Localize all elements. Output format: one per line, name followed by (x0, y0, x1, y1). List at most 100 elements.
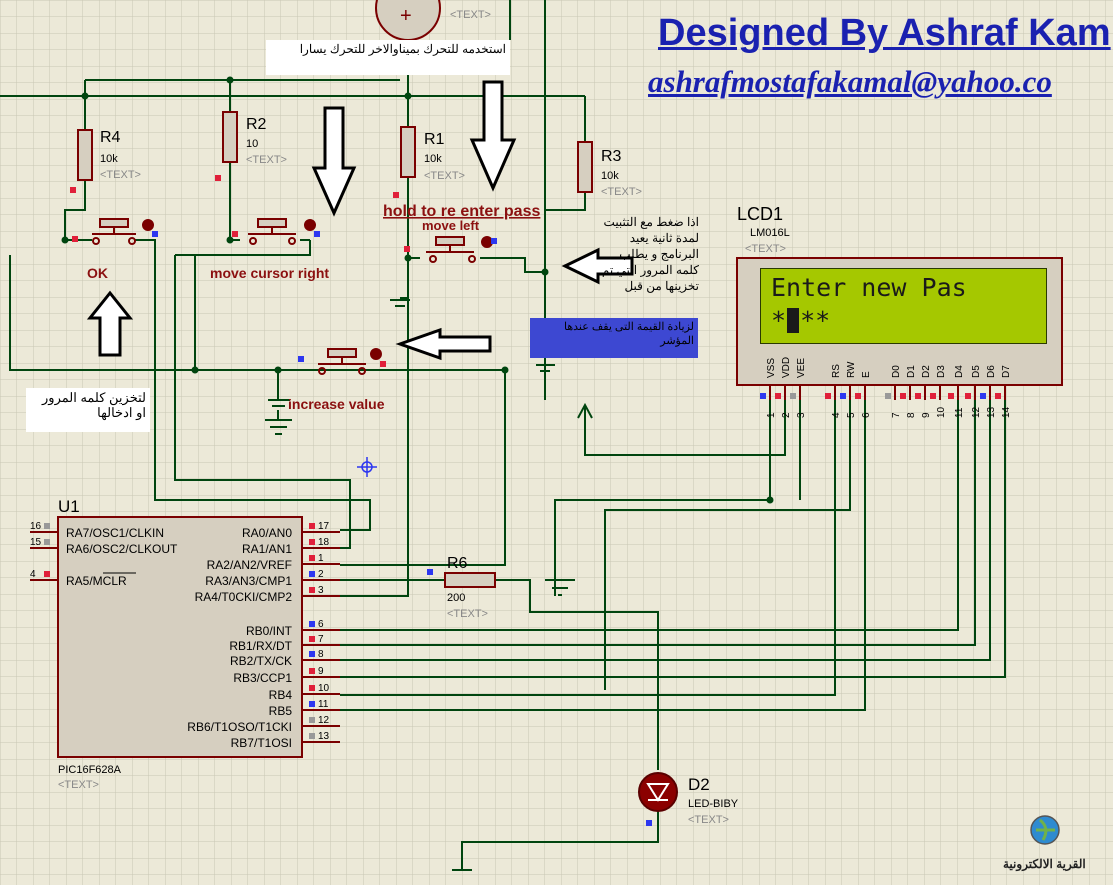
button-move-left[interactable] (426, 236, 493, 263)
lcd-pin-number: 3 (796, 412, 807, 418)
lcd-line-2-prefix: * (771, 306, 787, 335)
lcd-pins: VSS1VDD2VEE3RS4RW5E6D07D18D29D310D411D51… (760, 357, 1012, 418)
mcu-pin-state (309, 571, 315, 577)
mcu-pin-name: RB0/INT (246, 624, 293, 638)
crosshair-icon (357, 457, 377, 477)
top-part-text: <TEXT> (450, 9, 491, 21)
mcu-pin-number: 10 (318, 683, 330, 694)
mcu-pin-number: 15 (30, 537, 42, 548)
lcd-pin-state (900, 393, 906, 399)
label-increase-value: increase value (288, 396, 385, 412)
button-increase-value[interactable] (318, 348, 382, 375)
note-hold: اذا ضغط مع التثبيت لمدة ثانية يعيد البرن… (601, 215, 699, 293)
resistor-r2[interactable]: R2 10 <TEXT> (215, 111, 287, 181)
note-store-password: لتخزين كلمه المرور او ادخالها (26, 388, 150, 432)
lcd-pin-name: D6 (986, 365, 997, 378)
lcd-pin-name: D4 (954, 365, 965, 378)
resistor-value: 10 (246, 138, 258, 150)
mcu-pin-number: 18 (318, 537, 330, 548)
mcu-model: PIC16F628A (58, 764, 122, 776)
mcu-pin-number: 7 (318, 634, 324, 645)
lcd-pin-number: 5 (846, 412, 857, 418)
resistor-r4[interactable]: R4 10k <TEXT> (70, 129, 141, 193)
resistor-ref: R3 (601, 148, 622, 165)
resistor-r3[interactable]: R3 10k <TEXT> (577, 141, 642, 198)
arrow-up-icon (86, 290, 134, 357)
led-d2[interactable]: D2 LED-BIBY <TEXT> (638, 772, 739, 826)
arrow-left-icon (561, 247, 634, 285)
resistor-text: <TEXT> (447, 608, 488, 620)
mcu-pin-name: RB3/CCP1 (233, 671, 292, 685)
lcd-pin-number: 6 (861, 412, 872, 418)
svg-text:+: + (400, 5, 412, 27)
wires (0, 0, 1006, 871)
arrow-left-icon (395, 327, 492, 361)
resistor-value: 10k (424, 153, 442, 165)
mcu-pin-state (309, 733, 315, 739)
mcu-pin-state (309, 555, 315, 561)
resistor-r1[interactable]: R1 10k <TEXT> (393, 126, 465, 198)
lcd-pin-name: RW (846, 361, 857, 378)
lcd-pin-state (930, 393, 936, 399)
resistor-value: 10k (601, 170, 619, 182)
resistor-text: <TEXT> (246, 154, 287, 166)
led-model: LED-BIBY (688, 798, 739, 810)
mcu-pin-number: 4 (30, 569, 36, 580)
lcd-pin-name: VSS (766, 358, 777, 378)
mcu-pin-state (309, 668, 315, 674)
lcd-pin-number: 8 (906, 412, 917, 418)
lcd-pin-name: D2 (921, 365, 932, 378)
mcu-pin-state (44, 539, 50, 545)
lcd-pin-number: 13 (986, 406, 997, 418)
lcd-pin-state (885, 393, 891, 399)
mcu-pin-number: 16 (30, 521, 42, 532)
mcu-pin-state (309, 523, 315, 529)
button-ok[interactable] (92, 218, 154, 245)
mcu-pin-name: RA3/AN3/CMP1 (205, 574, 292, 588)
lcd-pin-state (840, 393, 846, 399)
lcd-pin-name: VEE (796, 358, 807, 378)
resistor-ref: R1 (424, 131, 445, 148)
label-ok: OK (87, 265, 108, 281)
mcu-pin-number: 8 (318, 649, 324, 660)
lcd-pin-name: D7 (1001, 365, 1012, 378)
mcu-pin-state (309, 701, 315, 707)
mcu-pin-name: RA7/OSC1/CLKIN (66, 526, 164, 540)
mcu-pin-number: 6 (318, 619, 324, 630)
resistor-text: <TEXT> (424, 170, 465, 182)
label-move-cursor-right: move cursor right (210, 265, 329, 281)
resistor-ref: R2 (246, 116, 267, 133)
lcd-pin-number: 4 (831, 412, 842, 418)
led-ref: D2 (688, 775, 710, 794)
label-hold-to-re-enter-pass: hold to re enter pass (383, 203, 540, 220)
mcu-pin-number: 2 (318, 569, 324, 580)
lcd-pin-state (855, 393, 861, 399)
lcd-pin-name: E (861, 371, 872, 378)
lcd-pin-number: 12 (971, 406, 982, 418)
lcd-screen: Enter new Pas *** (760, 268, 1047, 344)
arrow-down-icon (469, 80, 517, 192)
mcu-pin-state (309, 587, 315, 593)
resistor-ref: R4 (100, 129, 121, 146)
lcd-pin-name: D3 (936, 365, 947, 378)
lcd-pin-name: VDD (781, 357, 792, 378)
lcd-model: LM016L (750, 227, 790, 239)
mcu-pin-name: RB6/T1OSO/T1CKI (187, 720, 292, 734)
logo: القرية الالكترونية (1003, 815, 1086, 872)
resistor-r6[interactable]: R6 200 <TEXT> (427, 555, 496, 620)
lcd-pin-number: 1 (766, 412, 777, 418)
resistor-text: <TEXT> (100, 169, 141, 181)
mcu-pin-number: 13 (318, 731, 330, 742)
lcd-pin-name: D0 (891, 365, 902, 378)
lcd-pin-state (948, 393, 954, 399)
note-increase: لزيادة القيمة التى يقف عندها المؤشر (530, 318, 698, 358)
lcd-cursor (787, 308, 800, 333)
led-text: <TEXT> (688, 814, 729, 826)
mcu-pin-name: RB1/RX/DT (229, 639, 292, 653)
junction-dots (61, 76, 774, 504)
mcu-pin-number: 9 (318, 666, 324, 677)
button-move-right[interactable] (248, 218, 316, 245)
resistor-value: 10k (100, 153, 118, 165)
